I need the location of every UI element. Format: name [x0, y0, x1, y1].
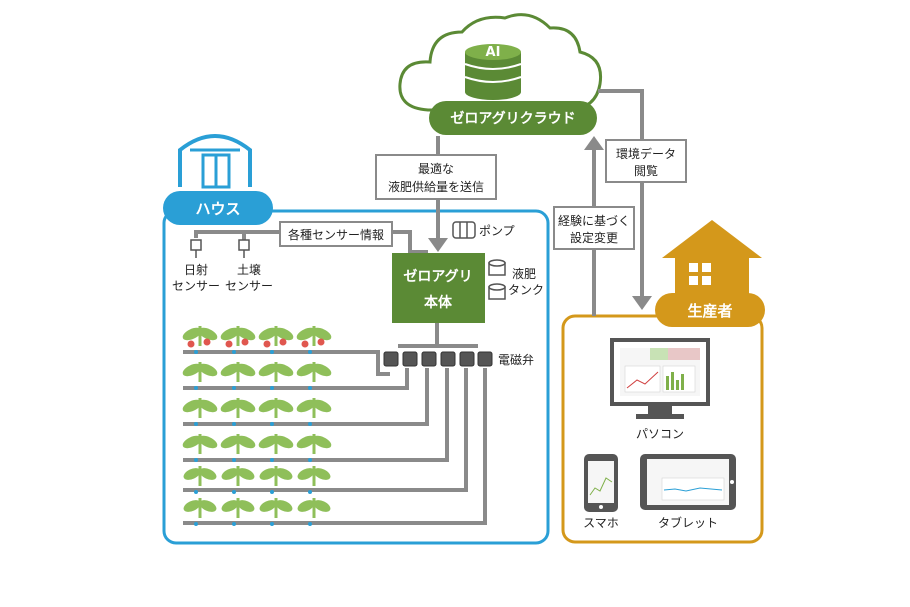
plant-icon: [296, 362, 332, 390]
setting-change-line2: 設定変更: [570, 230, 618, 245]
plant-icon: [220, 434, 256, 462]
tank-label-line1: 液肥: [512, 266, 536, 281]
plant-icon: [296, 434, 332, 462]
pump-icon: [452, 221, 476, 239]
plant-icon: [182, 434, 218, 462]
solar-sensor-line1: 日射: [184, 262, 208, 277]
plant-icon: [220, 326, 256, 354]
valve-label: 電磁弁: [498, 352, 534, 367]
sensor-info-label: 各種センサー情報: [288, 227, 384, 242]
solenoid-valves: [383, 351, 493, 367]
plant-icon: [258, 398, 294, 426]
plant-icon: [259, 466, 293, 494]
optimal-supply-line2: 液肥供給量を送信: [388, 179, 484, 194]
plant-icon: [258, 326, 294, 354]
solar-sensor-icon: [190, 239, 202, 258]
house-title-badge: [163, 191, 273, 225]
plant-icon: [297, 466, 331, 494]
house-title: ハウス: [195, 200, 240, 218]
env-data-line2: 閲覧: [634, 164, 658, 178]
plant-icon: [221, 498, 255, 526]
arrow-heads: [428, 136, 652, 310]
database-icon: [464, 44, 522, 100]
plant-icon: [220, 362, 256, 390]
plant-rows: [182, 326, 332, 526]
tank-icon: [488, 259, 506, 300]
env-data-box: [605, 139, 687, 183]
pc-monitor: [610, 338, 710, 419]
soil-sensor-icon: [238, 239, 250, 258]
plant-icon: [220, 398, 256, 426]
optimal-supply-box: [375, 154, 497, 200]
producer-title: 生産者: [687, 302, 732, 320]
plant-icon: [183, 498, 217, 526]
plant-icon: [259, 498, 293, 526]
tablet-label: タブレット: [658, 515, 718, 530]
unit-line1: ゼロアグリ: [403, 268, 472, 285]
plant-icon: [296, 326, 332, 354]
pump-label: ポンプ: [479, 224, 515, 238]
cloud-title-badge: [429, 101, 597, 135]
tablet: [640, 454, 736, 510]
producer-house-icon: [662, 220, 762, 296]
plant-icon: [296, 398, 332, 426]
plant-icon: [182, 362, 218, 390]
soil-sensor-line1: 土壌: [237, 263, 261, 277]
ai-label: AI: [486, 45, 501, 60]
greenhouse-icon: [178, 134, 252, 189]
phone-label: スマホ: [583, 516, 619, 530]
sensor-info-box: [279, 221, 393, 247]
producer-title-badge: [655, 293, 765, 327]
zero-agri-unit: [392, 253, 485, 323]
unit-line2: 本体: [424, 294, 453, 311]
plant-icon: [258, 362, 294, 390]
tank-label-line2: タンク: [508, 283, 544, 297]
smartphone: [584, 454, 618, 512]
plant-icon: [297, 498, 331, 526]
plant-icon: [182, 326, 218, 354]
solar-sensor-line2: センサー: [172, 279, 220, 293]
plant-icon: [258, 434, 294, 462]
setting-change-line1: 経験に基づく: [558, 213, 630, 228]
setting-change-box: [553, 206, 635, 250]
pc-label: パソコン: [636, 427, 684, 441]
plant-icon: [221, 466, 255, 494]
plant-icon: [183, 466, 217, 494]
optimal-supply-line1: 最適な: [418, 161, 454, 176]
cloud-title: ゼロアグリクラウド: [450, 110, 575, 127]
soil-sensor-line2: センサー: [225, 279, 273, 293]
plant-icon: [182, 398, 218, 426]
env-data-line1: 環境データ: [616, 146, 676, 161]
